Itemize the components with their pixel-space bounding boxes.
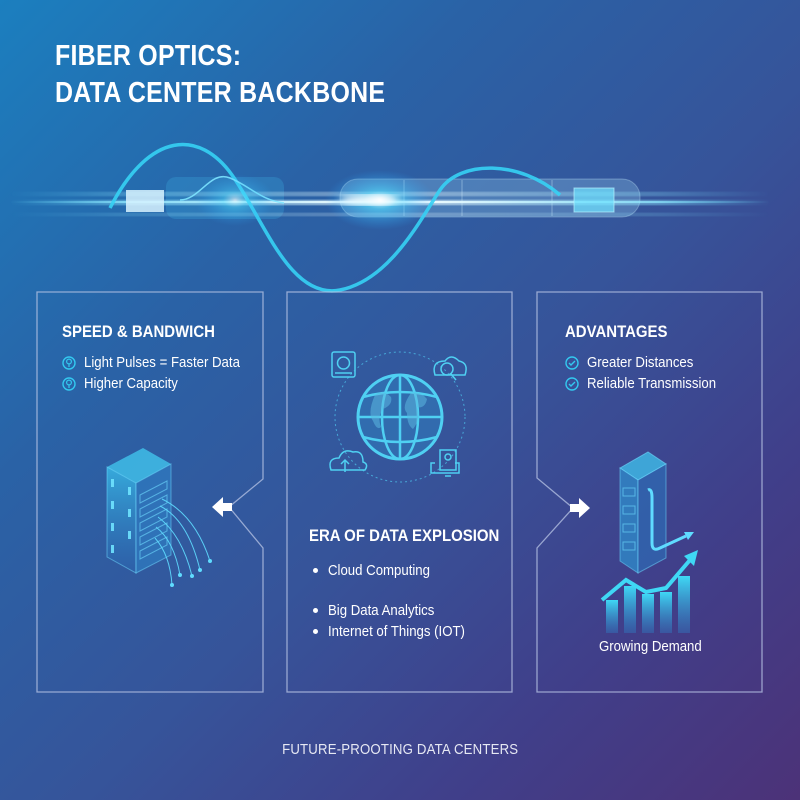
check-circle-icon [565, 355, 579, 370]
cloud-search-icon [433, 356, 467, 381]
bullet-icon [313, 629, 318, 634]
robot-device-icon [331, 351, 356, 378]
list-item: Reliable Transmission [565, 373, 734, 394]
title-line-1: FIBER OPTICS: [55, 40, 242, 72]
arrow-right-icon [570, 498, 590, 518]
lightbulb-pin-icon [62, 376, 76, 391]
list-item: Internet of Things (IOT) [309, 621, 525, 642]
lightbulb-pin-icon [62, 355, 76, 370]
list-item: Greater Distances [565, 352, 734, 373]
left-panel-heading: SPEED & BANDWICH [62, 322, 215, 341]
left-panel: SPEED & BANDWICH Light Pulses = Faster D… [62, 322, 261, 394]
fiber-optic-cable-icon [10, 142, 770, 293]
check-circle-icon [565, 376, 579, 391]
server-rack-with-growth-chart-icon [600, 451, 698, 633]
center-panel: ERA OF DATA EXPLOSION Cloud Computing Bi… [309, 526, 525, 642]
footer-tagline: FUTURE-PROOTING DATA CENTERS [281, 741, 519, 758]
bullet-icon [313, 608, 318, 613]
cloud-upload-icon [329, 450, 368, 472]
list-item: Cloud Computing [309, 560, 525, 581]
title-line-2: DATA CENTER BACKBONE [55, 77, 386, 109]
bullet-icon [313, 568, 318, 573]
center-panel-heading: ERA OF DATA EXPLOSION [309, 526, 500, 545]
growing-demand-caption: Growing Demand [598, 638, 702, 655]
globe-network-icon [329, 351, 467, 483]
list-item: Light Pulses = Faster Data [62, 352, 261, 373]
list-item: Higher Capacity [62, 373, 261, 394]
monitor-user-icon [430, 449, 460, 477]
right-panel: ADVANTAGES Greater Distances Reliable Tr… [565, 322, 734, 394]
page-title: FIBER OPTICS: DATA CENTER BACKBONE [55, 38, 385, 112]
right-panel-heading: ADVANTAGES [565, 322, 668, 341]
server-rack-with-fiber-icon [106, 448, 212, 587]
list-item: Big Data Analytics [309, 600, 525, 621]
